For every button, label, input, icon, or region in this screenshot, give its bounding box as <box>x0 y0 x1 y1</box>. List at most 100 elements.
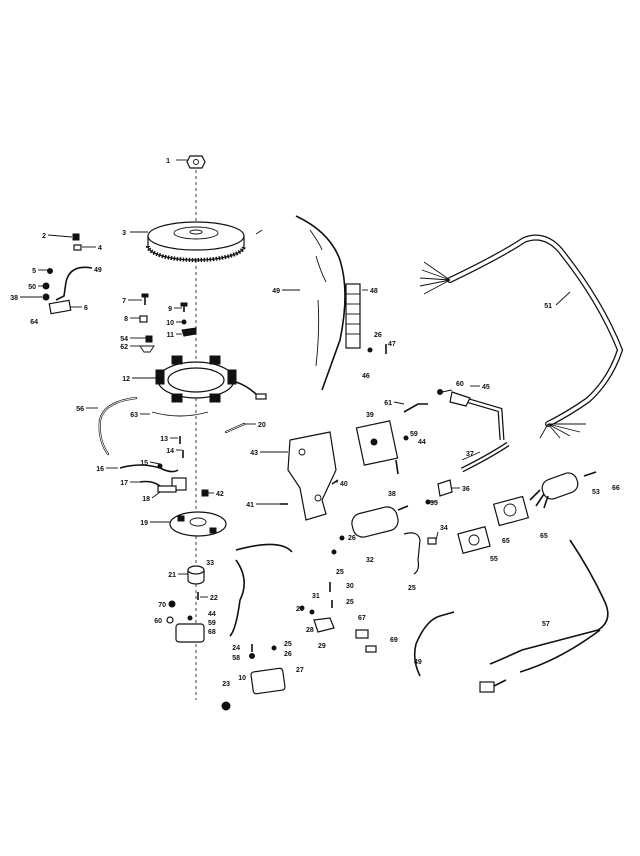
callout-38: 38 <box>10 295 18 302</box>
callout-28: 29 <box>318 643 326 650</box>
callout-29: 67 <box>358 615 366 622</box>
harness-49-lower <box>229 543 293 637</box>
callout-43: 43 <box>250 450 258 457</box>
callout-20: 20 <box>258 422 266 429</box>
callout-46: 46 <box>362 373 370 380</box>
callout-44-left: 44 <box>208 611 216 618</box>
callout-49-lower: 33 <box>206 560 214 567</box>
callout-31: 30 <box>346 583 354 590</box>
bushing <box>187 565 205 585</box>
stator <box>155 355 267 403</box>
callout-10-b: 10 <box>238 675 246 682</box>
key-switch <box>529 471 597 509</box>
misc-hardware-right <box>425 479 453 545</box>
callout-10: 10 <box>166 320 174 327</box>
harness-55 <box>489 539 609 673</box>
lead-69 <box>413 611 455 677</box>
callout-54: 54 <box>120 336 128 343</box>
main-harness-51 <box>419 234 624 439</box>
callout-56: 56 <box>76 406 84 413</box>
callout-39: 39 <box>366 412 374 419</box>
callout-49-left: 49 <box>94 267 102 274</box>
callout-5: 5 <box>32 268 36 275</box>
callout-15: 15 <box>140 460 148 467</box>
callout-33: 25 <box>408 585 416 592</box>
callout-35: 35 <box>430 500 438 507</box>
connector-57 <box>479 679 507 693</box>
callout-23: 23 <box>222 681 230 688</box>
spark-plug-lead <box>403 389 505 441</box>
wire-56 <box>98 396 138 456</box>
callout-25-d: 26 <box>296 606 304 613</box>
bracket-43 <box>280 431 339 521</box>
callout-18: 18 <box>142 496 150 503</box>
regulator-39 <box>355 420 409 475</box>
callout-53: 66 <box>612 485 620 492</box>
callout-36: 36 <box>462 486 470 493</box>
callout-11: 11 <box>167 332 175 339</box>
callout-69: 49 <box>414 659 422 666</box>
callout-66: 65 <box>502 538 510 545</box>
harness-49-top <box>295 215 346 391</box>
power-pack-27 <box>221 644 286 711</box>
bracket-33 <box>403 532 421 575</box>
callout-48: 48 <box>370 288 378 295</box>
harness-49-branches <box>309 229 327 367</box>
callout-45: 45 <box>482 384 490 391</box>
callout-42: 42 <box>216 491 224 498</box>
plates-65-66 <box>457 495 530 555</box>
callout-62: 62 <box>120 344 128 351</box>
flywheel-nut <box>186 155 206 169</box>
callout-17: 17 <box>120 480 128 487</box>
callout-4: 4 <box>98 245 102 252</box>
callout-37: 37 <box>466 451 474 458</box>
callout-59-left: 59 <box>208 620 216 627</box>
part-67 <box>365 645 377 653</box>
callout-44-right: 44 <box>418 439 426 446</box>
terminal-block-48 <box>345 283 387 354</box>
stator-hardware <box>139 293 197 353</box>
bracket-28 <box>299 582 335 633</box>
callout-8: 8 <box>124 316 128 323</box>
callout-14: 14 <box>166 448 174 455</box>
callout-59-right: 59 <box>410 431 418 438</box>
callout-22: 22 <box>210 595 218 602</box>
leader-lines <box>20 159 571 598</box>
callout-25-c: 31 <box>312 593 320 600</box>
callout-41: 41 <box>246 502 254 509</box>
callout-67: 69 <box>390 637 398 644</box>
callout-19: 19 <box>140 520 148 527</box>
callout-26-d: 28 <box>306 627 314 634</box>
callout-25-a: 25 <box>284 641 292 648</box>
callout-32: 32 <box>366 557 374 564</box>
callout-64: 64 <box>30 319 38 326</box>
callout-52: 53 <box>592 489 600 496</box>
callout-60-left: 60 <box>154 618 162 625</box>
callout-16: 16 <box>96 466 104 473</box>
callout-51: 51 <box>544 303 552 310</box>
callout-25-b: 25 <box>336 569 344 576</box>
callout-2: 2 <box>42 233 46 240</box>
part-42 <box>201 489 209 497</box>
callout-26-c: 26 <box>348 535 356 542</box>
callout-60-right: 60 <box>456 381 464 388</box>
callout-40: 40 <box>340 481 348 488</box>
solenoid-32 <box>331 505 409 555</box>
callout-9: 9 <box>168 306 172 313</box>
callout-50: 50 <box>28 284 36 291</box>
callout-49-top: 49 <box>272 288 280 295</box>
callout-labels: 1 3 2 4 5 49 50 38 6 64 7 9 8 10 11 54 6… <box>10 158 620 688</box>
callout-34: 34 <box>440 525 448 532</box>
wire-63 <box>151 411 209 417</box>
callout-70: 70 <box>158 602 166 609</box>
callout-65-a: 65 <box>540 533 548 540</box>
left-hardware <box>42 233 93 315</box>
callout-24: 24 <box>232 645 240 652</box>
flywheel <box>146 221 246 262</box>
callout-13: 13 <box>160 436 168 443</box>
callout-55: 57 <box>542 621 550 628</box>
callout-27: 27 <box>296 667 304 674</box>
ignition-coil-68 <box>166 600 205 643</box>
callout-47: 47 <box>388 341 396 348</box>
